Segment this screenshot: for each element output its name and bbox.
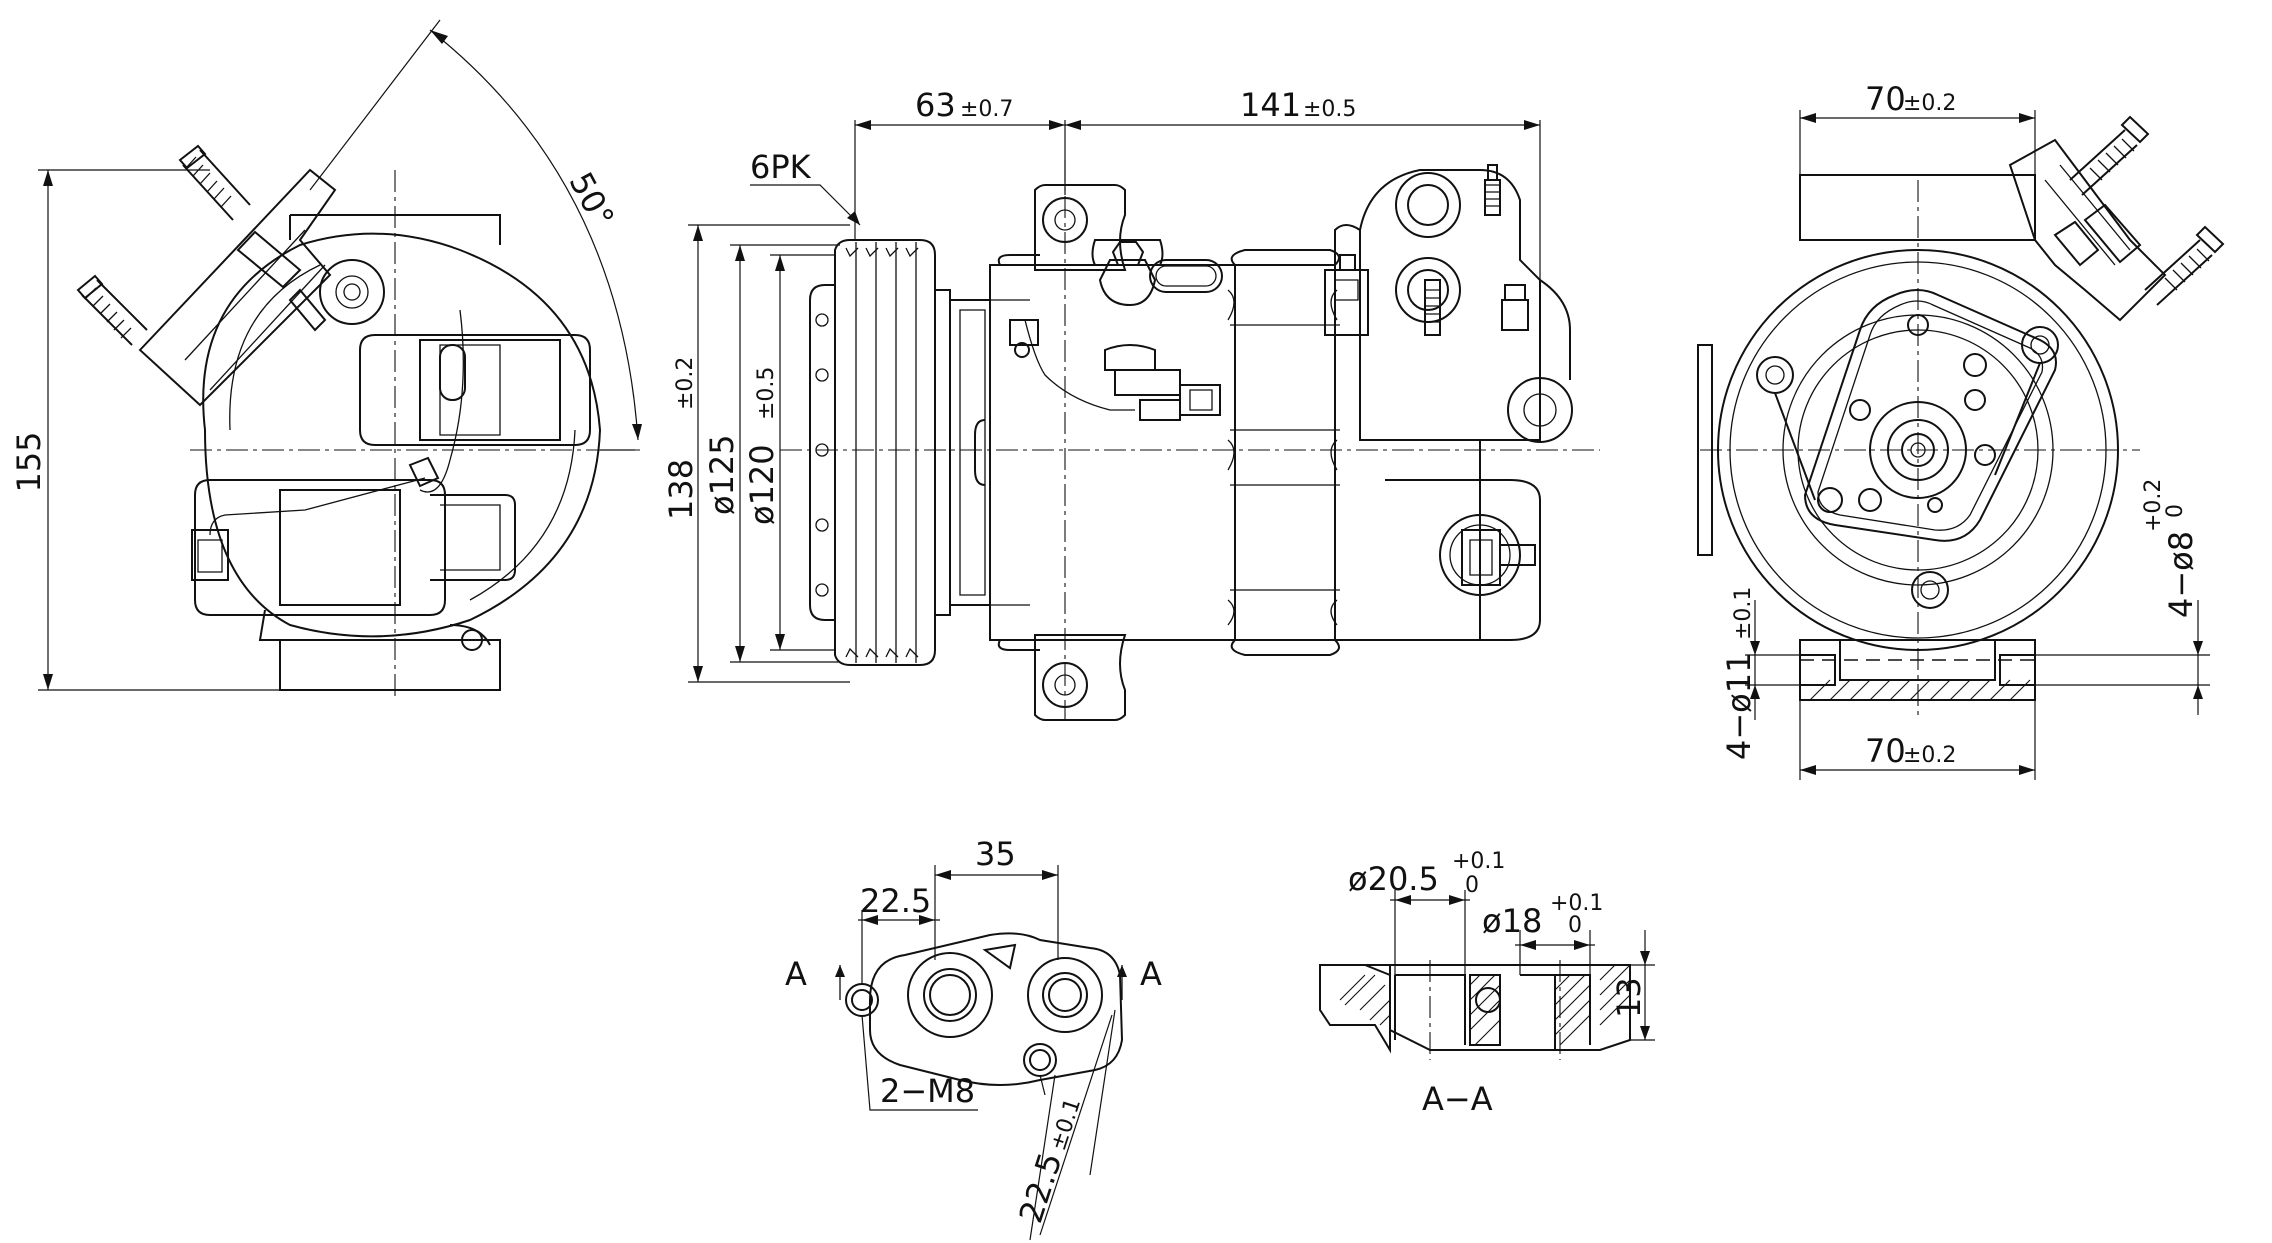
dim-13: 13 (1610, 977, 1648, 1018)
dim-4-d11-tol: ±0.1 (1731, 587, 1756, 640)
label-2-m8: 2−M8 (880, 1072, 975, 1110)
label-6pk: 6PK (750, 148, 812, 186)
dim-22-5-diag-tol: ±0.1 (1046, 1095, 1086, 1154)
dim-141: 141 (1240, 86, 1301, 124)
dim-120-tol: ±0.5 (754, 367, 779, 420)
dim-35: 35 (975, 835, 1016, 873)
dim-bottom-70: 70 (1865, 732, 1906, 770)
dim-d20-5: ø20.5 (1348, 860, 1439, 898)
dim-63-tol: ±0.7 (960, 97, 1013, 122)
section-a-a-view: ø20.5 +0.1 0 ø18 +0.1 0 13 A−A (1319, 849, 1655, 1118)
dim-138: 138 (662, 459, 700, 520)
dim-22-5-diag: 22.5 (1011, 1148, 1069, 1228)
section-a-right: A (1140, 955, 1162, 993)
dim-141-tol: ±0.5 (1303, 97, 1356, 122)
dim-22-5: 22.5 (860, 882, 931, 920)
dim-4-d8-tol-up: +0.2 (2141, 479, 2166, 532)
dim-d18: ø18 (1482, 902, 1542, 940)
flange-detail-view: A A 35 22.5 2−M8 22.5 ±0.1 (785, 835, 1162, 1241)
dim-bottom-70-tol: ±0.2 (1903, 743, 1956, 768)
dim-120: ø120 (743, 444, 781, 525)
dim-d20-5-up: +0.1 (1452, 849, 1505, 874)
dim-4-d8-tol-lo: 0 (2163, 504, 2188, 518)
section-a-left: A (785, 955, 807, 993)
left-side-view: 155 50° (10, 19, 642, 700)
section-a-a-label: A−A (1422, 1080, 1493, 1118)
dim-top-70: 70 (1865, 80, 1906, 118)
dim-63: 63 (915, 86, 956, 124)
dim-138-tol: ±0.2 (673, 357, 698, 410)
dim-4-d11: 4−ø11 (1720, 653, 1758, 760)
dim-4-d8: 4−ø8 (2162, 531, 2200, 618)
dim-angle-50: 50° (562, 166, 622, 234)
dim-125: ø125 (703, 434, 741, 515)
dim-d20-5-lo: 0 (1465, 873, 1479, 898)
dim-d18-lo: 0 (1568, 913, 1582, 938)
front-view: 63 ±0.7 141 ±0.5 6PK 138 ±0.2 ø125 ø120 … (662, 86, 1600, 721)
dim-top-70-tol: ±0.2 (1903, 91, 1956, 116)
dim-d18-up: +0.1 (1550, 891, 1603, 916)
dim-155: 155 (10, 431, 48, 492)
rear-view: 70 ±0.2 70 ±0.2 4−ø8 +0.2 0 4−ø11 ±0.1 (1697, 80, 2225, 780)
